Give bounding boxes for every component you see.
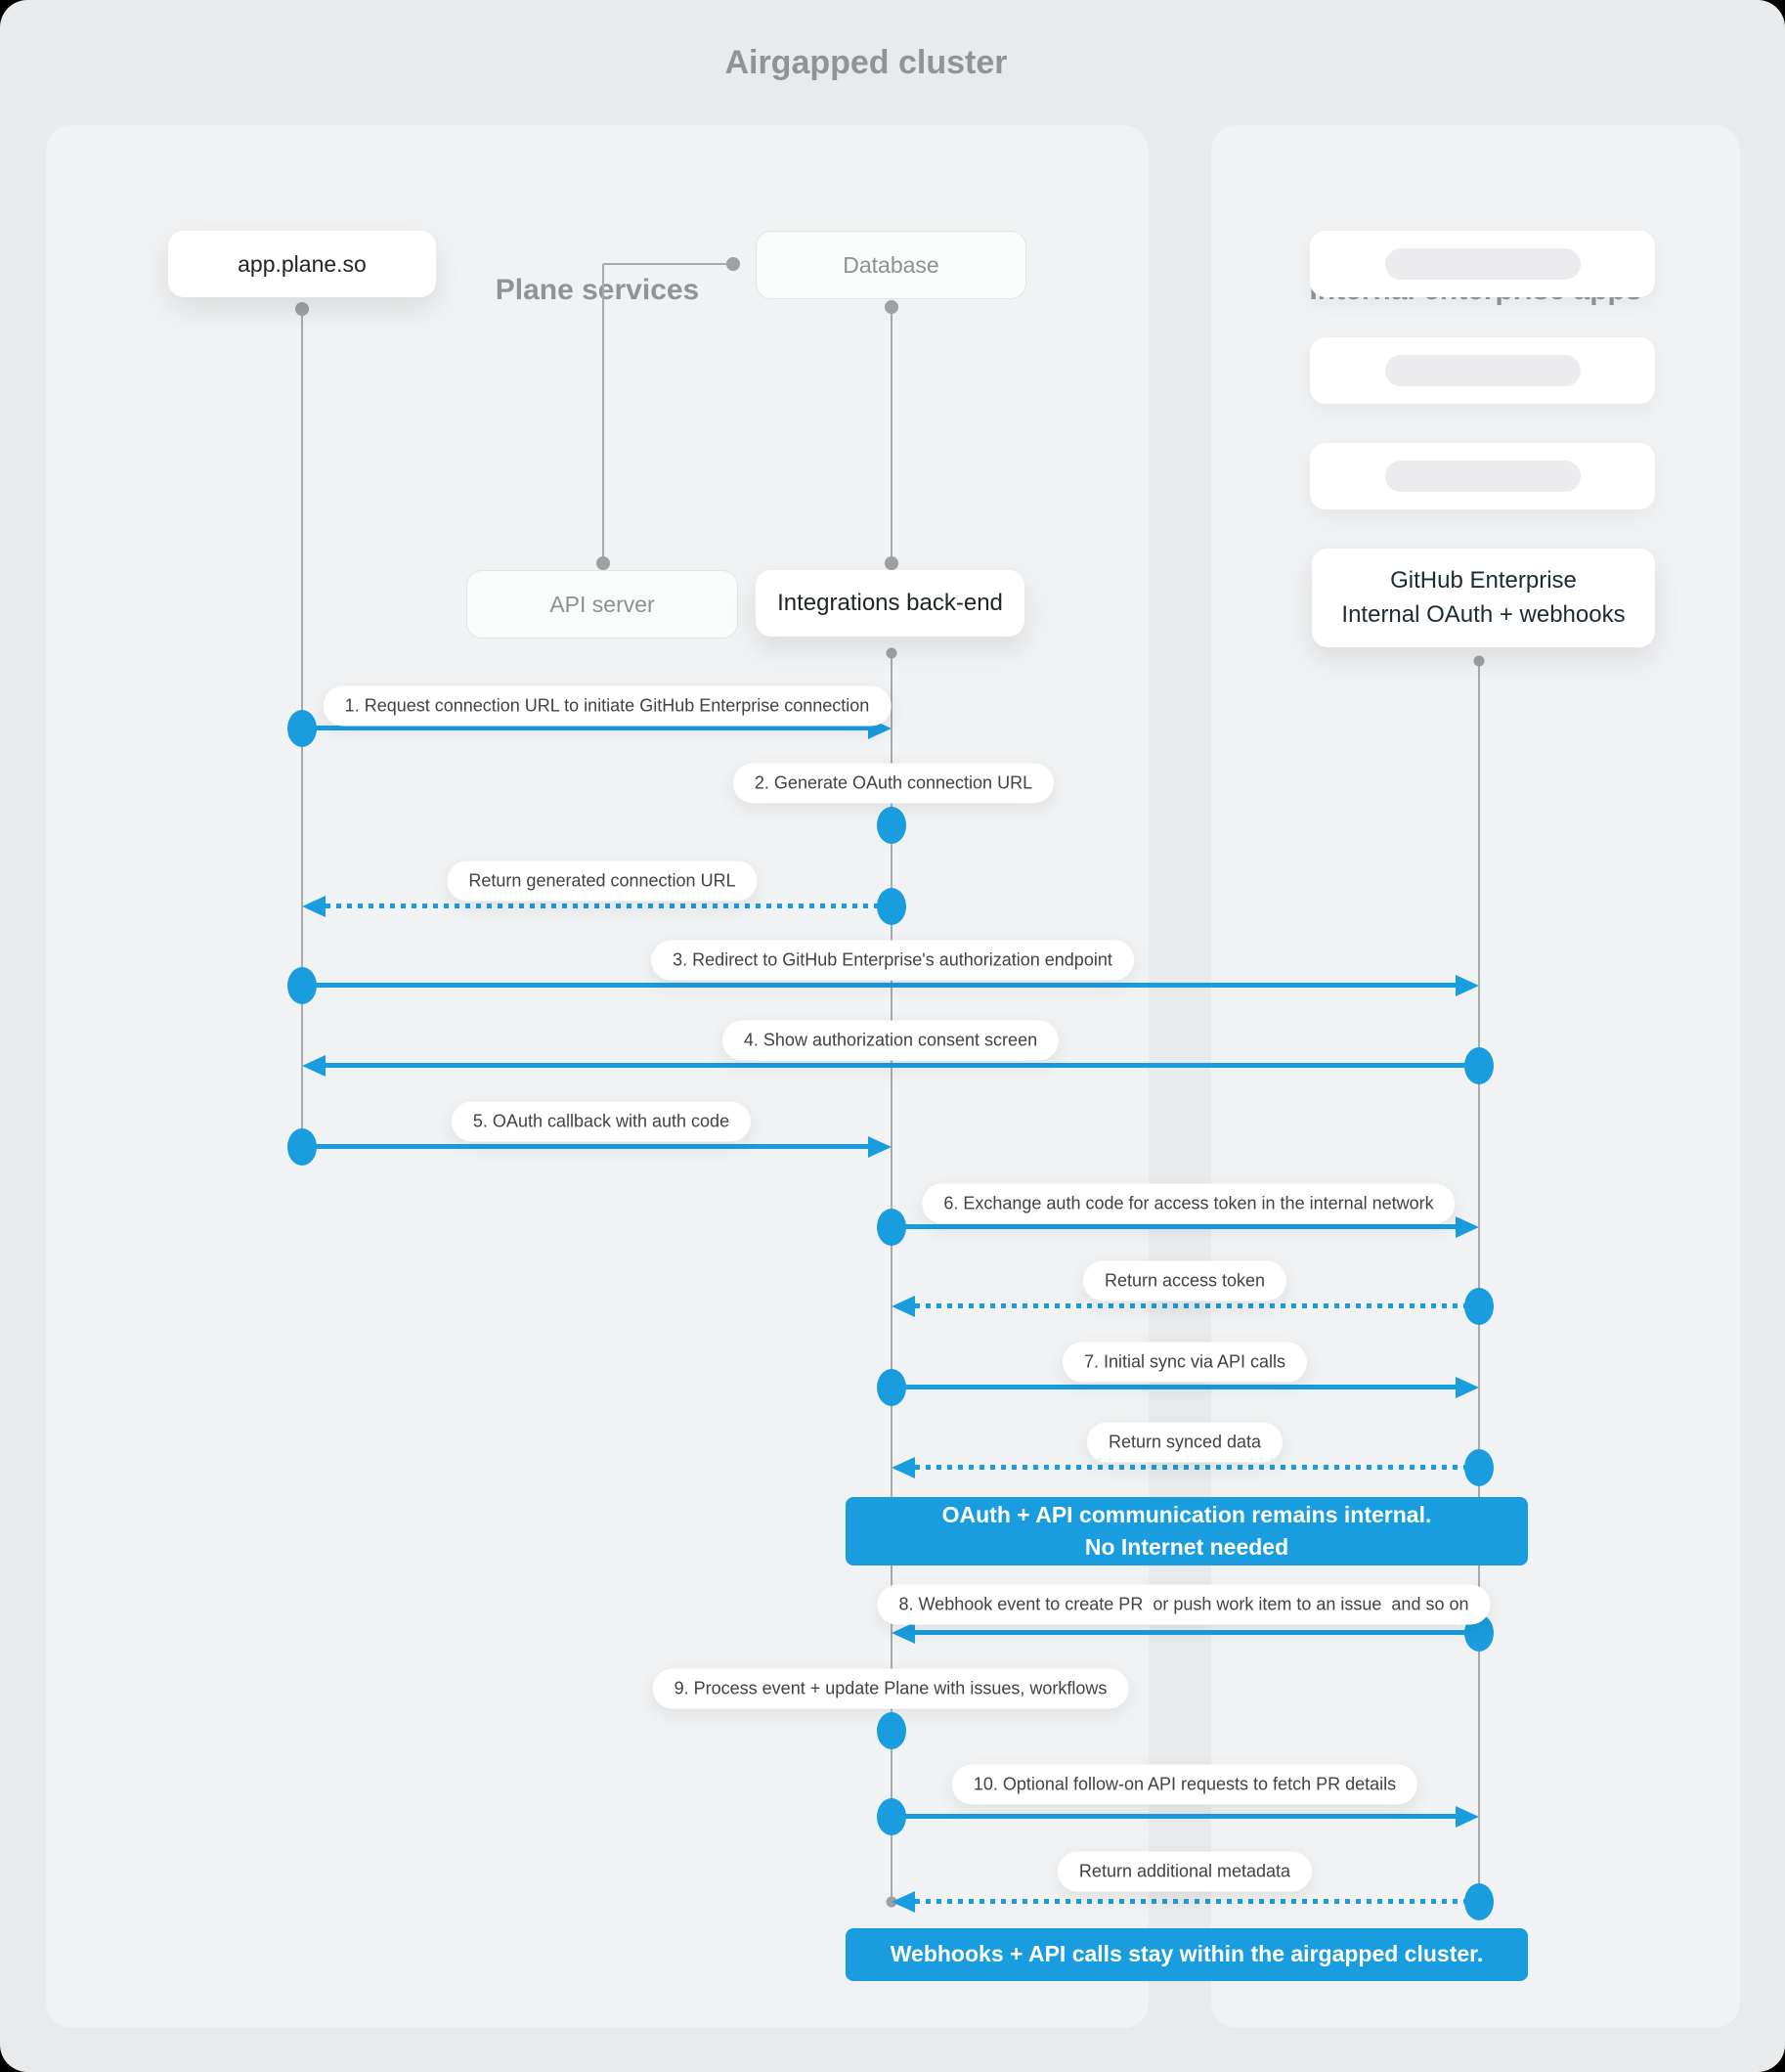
message-label-1: 1. Request connection URL to initiate Gi… [323, 685, 892, 727]
activation-dot [287, 710, 317, 747]
node-app-plane-so: app.plane.so [168, 231, 436, 297]
message-label-10: 10. Optional follow-on API requests to f… [951, 1764, 1418, 1805]
message-label-8: 8. Webhook event to create PR or push wo… [877, 1584, 1491, 1625]
connector-dot [885, 300, 898, 314]
skeleton-app-card [1310, 337, 1655, 404]
activation-dot [287, 967, 317, 1004]
arrowhead-left [302, 1055, 326, 1077]
node-database: Database [756, 231, 1026, 299]
skeleton-app-card [1310, 443, 1655, 509]
page-title: Airgapped cluster [724, 44, 1008, 81]
skeleton-pill [1384, 461, 1581, 492]
arrowhead-right [1456, 1377, 1479, 1398]
connector-dot [596, 556, 610, 570]
activation-dot [1464, 1883, 1494, 1920]
message-arrow-8 [915, 1630, 1479, 1635]
activation-dot [877, 807, 906, 844]
connector-dot [1473, 655, 1485, 667]
corner-artifact-top-left [0, 0, 27, 27]
connector-api-server-to-database [603, 263, 733, 265]
message-label-9: 9. Process event + update Plane with iss… [652, 1668, 1129, 1709]
connector-dot [885, 556, 898, 570]
message-label-7: 7. Initial sync via API calls [1062, 1342, 1308, 1383]
skeleton-app-card [1310, 231, 1655, 297]
banner-internal-communication: OAuth + API communication remains intern… [846, 1497, 1528, 1565]
activation-dot [1464, 1449, 1494, 1486]
activation-dot [877, 1209, 906, 1246]
banner-airgapped: Webhooks + API calls stay within the air… [846, 1928, 1528, 1981]
connector-dot [886, 647, 897, 659]
message-arrow-return-metadata [915, 1899, 1479, 1904]
message-label-2: 2. Generate OAuth connection URL [732, 763, 1055, 804]
skeleton-pill [1384, 355, 1581, 386]
panel-plane-services: Plane services [46, 125, 1149, 2028]
activation-dot [877, 1798, 906, 1835]
message-arrow-return-url [326, 904, 892, 908]
github-enterprise-line2: Internal OAuth + webhooks [1341, 600, 1626, 628]
message-label-return-metadata: Return additional metadata [1057, 1851, 1313, 1892]
arrowhead-right [1456, 1806, 1479, 1828]
message-label-return-url: Return generated connection URL [447, 860, 758, 902]
node-github-enterprise: GitHub Enterprise Internal OAuth + webho… [1312, 549, 1655, 647]
message-label-5: 5. OAuth callback with auth code [451, 1101, 752, 1142]
lifeline-api-server [602, 264, 604, 564]
lifeline-github-enterprise [1478, 661, 1480, 1902]
lifeline-database-to-integrations [891, 307, 892, 564]
corner-artifact-bottom-left [0, 2045, 27, 2072]
arrowhead-left [892, 1296, 915, 1317]
banner-line: No Internet needed [1084, 1534, 1289, 1560]
arrowhead-right [868, 1136, 892, 1158]
arrowhead-left [892, 1457, 915, 1478]
activation-dot [1464, 1047, 1494, 1084]
message-label-3: 3. Redirect to GitHub Enterprise's autho… [651, 940, 1134, 981]
skeleton-pill [1384, 248, 1581, 280]
message-label-6: 6. Exchange auth code for access token i… [922, 1183, 1456, 1224]
banner-line: OAuth + API communication remains intern… [941, 1501, 1432, 1527]
corner-artifact-top-right [1758, 0, 1785, 27]
message-arrow-return-synced [915, 1465, 1479, 1470]
message-arrow-5 [302, 1144, 870, 1149]
connector-dot [726, 257, 740, 271]
banner-line: Webhooks + API calls stay within the air… [890, 1941, 1484, 1967]
arrowhead-right [1456, 975, 1479, 996]
connector-dot [295, 302, 309, 316]
activation-dot [287, 1128, 317, 1166]
activation-dot [877, 1712, 906, 1749]
message-arrow-7 [892, 1385, 1458, 1389]
node-integrations-backend: Integrations back-end [756, 570, 1024, 637]
node-api-server: API server [466, 570, 738, 639]
activation-dot [877, 888, 906, 925]
message-arrow-return-token [915, 1303, 1479, 1308]
activation-dot [877, 1369, 906, 1406]
message-label-return-synced: Return synced data [1086, 1422, 1284, 1463]
arrowhead-right [1456, 1216, 1479, 1238]
lifeline-integrations-backend [891, 653, 892, 1902]
message-arrow-6 [892, 1224, 1458, 1229]
message-arrow-3 [302, 983, 1458, 988]
message-label-4: 4. Show authorization consent screen [721, 1020, 1060, 1061]
message-arrow-10 [892, 1814, 1458, 1819]
corner-artifact-bottom-right [1758, 2045, 1785, 2072]
arrowhead-left [302, 896, 326, 917]
message-label-return-token: Return access token [1082, 1260, 1287, 1301]
github-enterprise-line1: GitHub Enterprise [1390, 566, 1577, 594]
activation-dot [1464, 1288, 1494, 1325]
arrowhead-left [892, 1622, 915, 1644]
message-arrow-1 [302, 726, 870, 730]
panel-title-plane-services: Plane services [495, 274, 700, 306]
message-arrow-4 [326, 1063, 1479, 1068]
arrowhead-left [892, 1891, 915, 1913]
